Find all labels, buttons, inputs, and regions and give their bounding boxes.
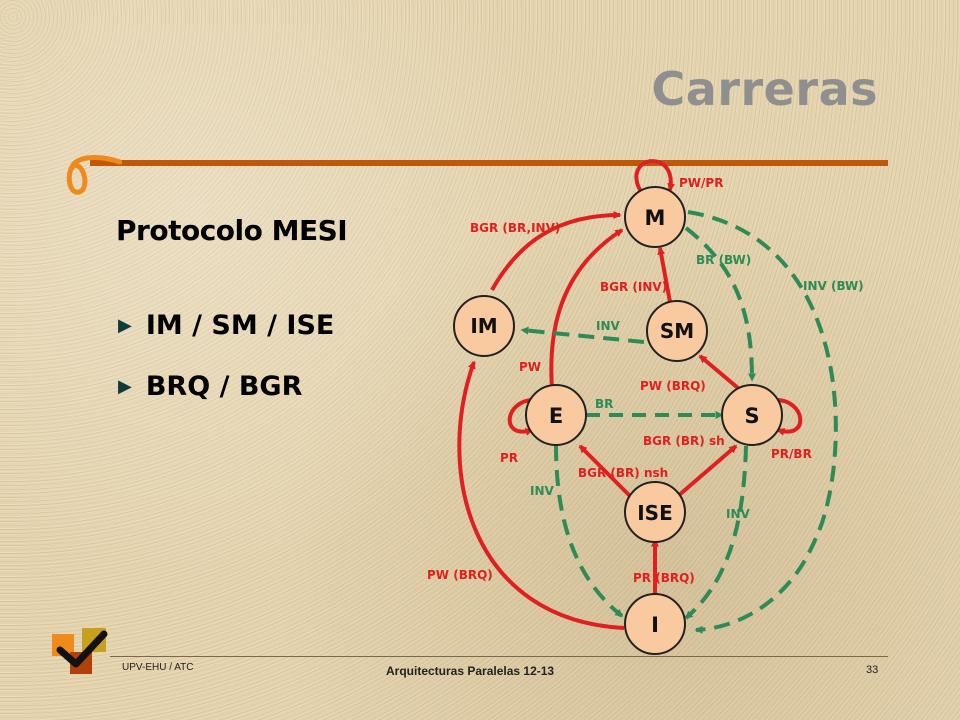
bullet-item: ▶ IM / SM / ISE xyxy=(118,310,334,341)
edge-label: BR (BW) xyxy=(696,253,751,267)
edge-s-i xyxy=(684,445,748,620)
edge-label: PW (BRQ) xyxy=(427,568,493,582)
slide-subtitle: Protocolo MESI xyxy=(116,214,348,247)
edge-label: INV xyxy=(726,507,751,521)
edge-label: BGR (INV) xyxy=(600,280,667,294)
edge-label: PR xyxy=(500,451,518,465)
triangle-bullet-icon: ▶ xyxy=(118,315,132,336)
edge-label: PW/PR xyxy=(679,176,723,190)
edge-e-self xyxy=(507,398,535,436)
edge-i-im xyxy=(457,360,625,630)
edge-label: BR xyxy=(595,397,613,411)
edge-ise-s xyxy=(676,444,738,498)
page-number: 33 xyxy=(866,664,879,676)
state-label: S xyxy=(744,404,759,428)
state-e: E xyxy=(525,384,587,446)
edge-label: PW xyxy=(519,360,541,374)
edge-m-i xyxy=(687,210,838,634)
state-s: S xyxy=(721,384,783,446)
bullet-text: IM / SM / ISE xyxy=(145,310,335,341)
checkmark-logo-icon xyxy=(52,628,108,674)
edge-label: INV xyxy=(530,484,555,498)
edge-label: BGR (BR,INV) xyxy=(470,221,560,235)
edge-label: INV xyxy=(596,319,621,333)
state-i: I xyxy=(624,593,686,655)
edge-im-m xyxy=(490,211,622,291)
state-label: E xyxy=(549,404,563,428)
swirl-ornament-icon xyxy=(66,155,122,195)
edge-m-s xyxy=(684,226,756,382)
footer-rule xyxy=(110,656,888,657)
state-label: SM xyxy=(660,319,694,343)
edge-label: PR (BRQ) xyxy=(633,571,695,585)
edge-label: BGR (BR) sh xyxy=(643,434,725,448)
state-label: M xyxy=(645,206,666,230)
state-im: IM xyxy=(453,295,515,357)
edge-label: BGR (BR) nsh xyxy=(578,466,668,480)
edge-sm-im xyxy=(520,326,645,344)
footer-course: Arquitecturas Paralelas 12-13 xyxy=(386,664,555,678)
bullet-item: ▶ BRQ / BGR xyxy=(118,371,302,402)
edge-ise-e xyxy=(578,444,632,498)
edge-sm-m xyxy=(657,246,672,303)
edge-s-self xyxy=(775,398,803,436)
title-rule xyxy=(90,160,888,166)
state-label: I xyxy=(651,613,659,637)
edge-e-m xyxy=(549,228,624,389)
footer-institution: UPV-EHU / ATC xyxy=(122,662,194,673)
state-label: IM xyxy=(470,314,497,338)
edge-label: INV (BW) xyxy=(803,279,864,293)
state-label: ISE xyxy=(637,501,673,525)
edge-label: PW (BRQ) xyxy=(640,379,706,393)
slide-title: Carreras xyxy=(651,62,878,116)
edge-label: PR/BR xyxy=(771,447,812,461)
edge-m-self xyxy=(634,159,676,192)
state-sm: SM xyxy=(646,300,708,362)
state-ise: ISE xyxy=(624,481,686,543)
state-m: M xyxy=(624,186,686,248)
bullet-text: BRQ / BGR xyxy=(145,371,303,402)
triangle-bullet-icon: ▶ xyxy=(118,376,132,397)
edge-s-sm xyxy=(698,354,740,390)
